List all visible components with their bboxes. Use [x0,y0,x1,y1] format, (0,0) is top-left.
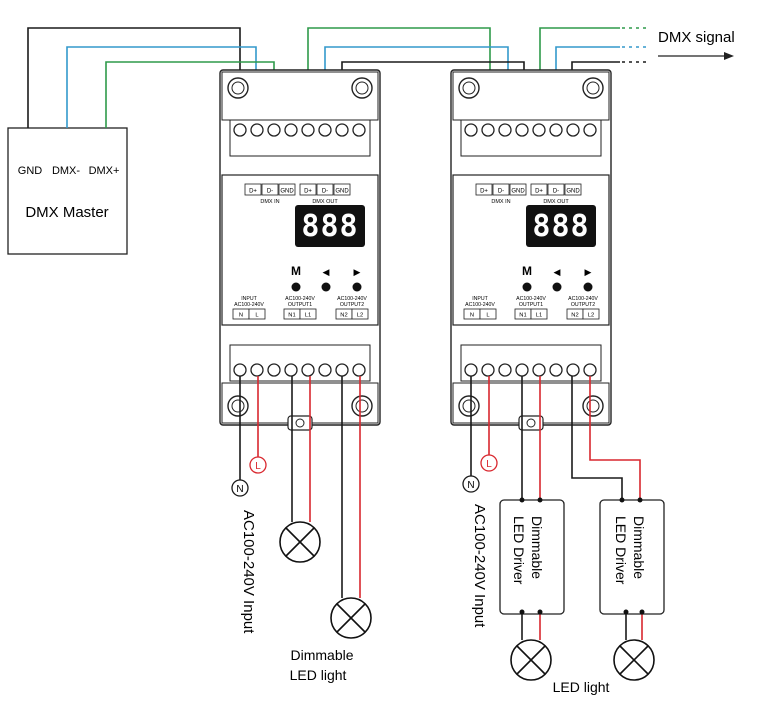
decoder-2-term-n1: N1 [519,313,526,319]
decoder-1-terminal-label-2: GND [280,189,294,195]
decoder-1-input-label-2: AC100-240V [234,302,264,308]
decoder-2-terminal-label-3: D+ [535,189,543,195]
decoder-2-terminal-label-1: D- [498,189,504,195]
decoder-1-input-label-1: INPUT [241,296,257,302]
master-pin-gnd: GND [18,165,43,177]
decoder-1-terminal-label-5: GND [335,189,349,195]
led-driver-2: Dimmable LED Driver [599,497,665,615]
decoder-2-output2-label-2: OUTPUT2 [571,302,595,308]
decoder-2 [450,69,612,431]
decoder-1-n-marker: N [231,479,249,497]
decoder-1-output2-label-1: AC100-240V [337,296,367,302]
dmx-signal-arrow [658,52,734,60]
decoder-2-term-l2: L2 [588,313,594,319]
ac-input-label-2: AC100-240V Input [471,504,488,628]
decoder-2-output-wires [470,376,643,640]
led-driver-1: Dimmable LED Driver [499,497,565,615]
decoder-1-term-n: N [239,313,243,319]
decoder-1-terminal-label-1: D- [267,189,273,195]
lamp-output2 [330,597,372,639]
decoder-1-terminal-label-3: D+ [304,189,312,195]
decoder-1-terminal-label-4: D- [322,189,328,195]
svg-text:L: L [255,461,261,472]
decoder-2-dmx-in-label: DMX IN [491,199,510,205]
decoder-1-btn-left-label: ◀ [323,267,330,277]
svg-text:L: L [486,459,492,470]
led-light-label: LED light [553,679,610,695]
decoder-2-output2-label-1: AC100-240V [568,296,598,302]
decoder-1-btn-right-label: ▶ [354,267,361,277]
lamp-driver-1 [510,639,552,681]
decoder-2-input-label-2: AC100-240V [465,302,495,308]
master-pin-dmx-minus: DMX- [52,165,80,177]
svg-text:Dimmable: Dimmable [529,516,545,579]
decoder-1-term-l2: L2 [357,313,363,319]
decoder-1-term-l: L [255,313,259,319]
decoder-1 [219,69,381,431]
decoder-2-dmx-out-label: DMX OUT [543,199,569,205]
svg-text:Dimmable: Dimmable [631,516,647,579]
decoder-2-l-marker: L [480,454,498,472]
decoder-1-terminal-label-0: D+ [249,189,257,195]
decoder-2-btn-left-label: ◀ [554,267,561,277]
decoder-1-term-n2: N2 [340,313,347,319]
decoder-2-input-label-1: INPUT [472,296,488,302]
decoder-2-term-n2: N2 [571,313,578,319]
decoder-2-button-0[interactable] [522,282,532,292]
decoder-2-terminal-label-2: GND [511,189,525,195]
master-pin-dmx-plus: DMX+ [89,165,120,177]
decoder-1-output-wires [239,376,361,598]
decoder-2-output1-label-2: OUTPUT1 [519,302,543,308]
decoder-2-btn-m-label: M [522,264,532,278]
decoder-1-dmx-in-label: DMX IN [260,199,279,205]
decoder-1-term-l1: L1 [305,313,311,319]
decoder-2-term-l1: L1 [536,313,542,319]
ac-input-label-1: AC100-240V Input [240,510,257,634]
decoder-1-term-n1: N1 [288,313,295,319]
decoder-1-output2-label-2: OUTPUT2 [340,302,364,308]
decoder-2-btn-right-label: ▶ [585,267,592,277]
svg-text:N: N [467,480,474,491]
decoder-2-n-marker: N [462,475,480,493]
svg-text:LED Driver: LED Driver [613,516,629,585]
master-title: DMX Master [25,204,108,221]
decoder-2-term-l: L [486,313,490,319]
decoder-1-btn-m-label: M [291,264,301,278]
decoder-1-output1-label-2: OUTPUT1 [288,302,312,308]
decoder-2-button-2[interactable] [583,282,593,292]
svg-text:LED Driver: LED Driver [511,516,527,585]
decoder-2-term-n: N [470,313,474,319]
dmx-master-box: GND DMX- DMX+ DMX Master [7,127,128,255]
dimmable-led-light-line1: Dimmable [290,647,353,663]
decoder-1-button-2[interactable] [352,282,362,292]
decoder-1-l-marker: L [249,456,267,474]
lamp-output1 [279,521,321,563]
decoder-1-button-0[interactable] [291,282,301,292]
decoder-2-terminal-label-5: GND [566,189,580,195]
decoder-1-display: 888 [301,209,358,244]
decoder-2-terminal-label-0: D+ [480,189,488,195]
lamp-driver-2 [613,639,655,681]
decoder-1-button-1[interactable] [321,282,331,292]
dmx-signal-label: DMX signal [658,29,735,46]
decoder-2-display: 888 [532,209,589,244]
decoder-2-button-1[interactable] [552,282,562,292]
decoder-2-terminal-label-4: D- [553,189,559,195]
dimmable-led-light-line2: LED light [290,667,347,683]
svg-text:N: N [236,484,243,495]
decoder-1-dmx-out-label: DMX OUT [312,199,338,205]
decoder-2-output1-label-1: AC100-240V [516,296,546,302]
decoder-1-output1-label-1: AC100-240V [285,296,315,302]
